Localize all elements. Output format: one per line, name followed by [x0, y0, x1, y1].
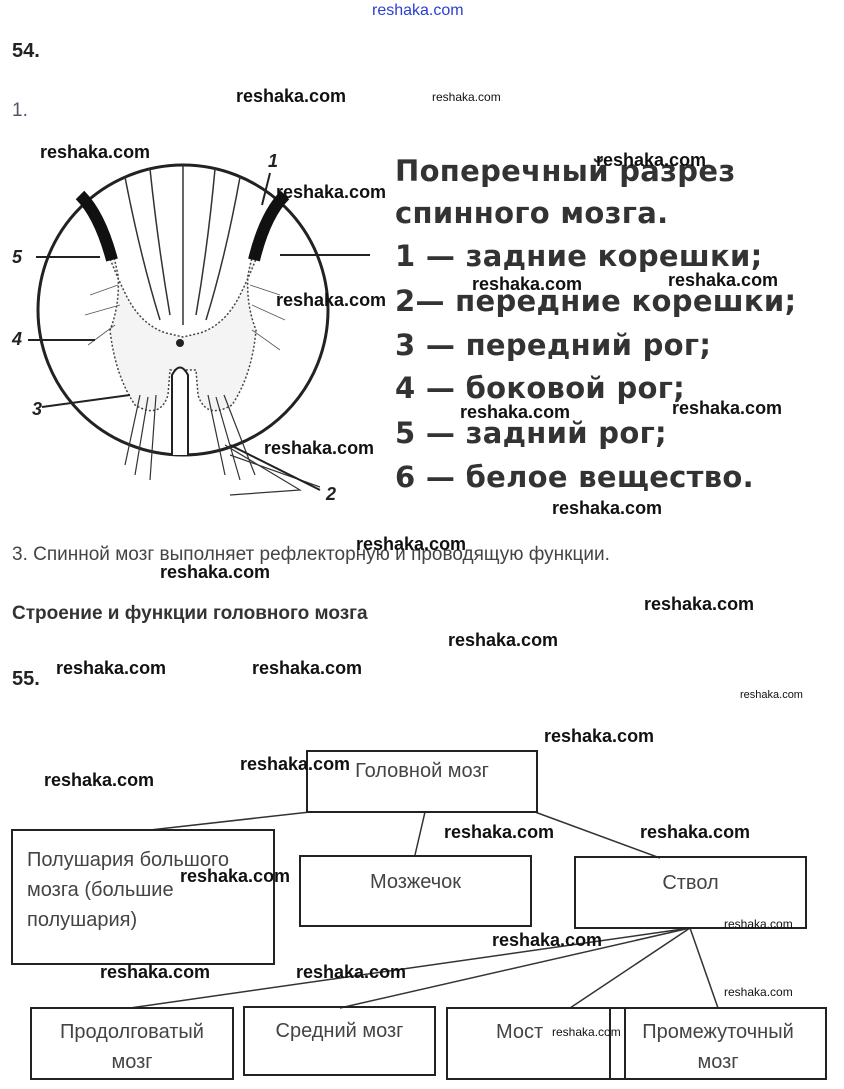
medulla-line1: Продолговатый — [60, 1021, 204, 1043]
watermark: reshaka.com — [56, 658, 167, 678]
dorsal-horn-left — [75, 190, 118, 262]
watermark: reshaka.com — [596, 150, 707, 170]
watermark: reshaka.com — [432, 90, 501, 104]
dorsal-horn-right — [248, 190, 290, 262]
hemispheres-line3: полушария) — [27, 909, 138, 931]
watermark: reshaka.com — [640, 822, 751, 842]
watermark: reshaka.com — [552, 498, 663, 518]
caption-item-6: 6 — белое вещество. — [395, 460, 754, 494]
watermark: reshaka.com — [236, 86, 347, 106]
diencephalon-line2: мозг — [697, 1051, 739, 1073]
item-number-1: 1. — [12, 100, 28, 121]
watermark: reshaka.com — [672, 398, 783, 418]
watermark: reshaka.com — [644, 594, 755, 614]
tree-node-medulla: Продолговатый мозг — [30, 1007, 234, 1080]
watermark: reshaka.com — [668, 270, 779, 290]
caption-item-4: 4 — боковой рог; — [395, 371, 686, 405]
watermark: reshaka.com — [276, 182, 387, 202]
caption-item-5: 5 — задний рог; — [395, 416, 667, 450]
figure-label-2: 2 — [325, 484, 336, 504]
watermark: reshaka.com — [264, 438, 375, 458]
tree-node-hemispheres: Полушария большого мозга (большие полуша… — [11, 829, 275, 965]
tree-node-brainstem: Ствол — [574, 856, 807, 929]
gray-matter — [94, 209, 273, 412]
medulla-line2: мозг — [111, 1051, 153, 1073]
watermark: reshaka.com — [100, 962, 211, 982]
spinal-cord-cross-section-figure: 1 2 3 4 5 — [11, 151, 370, 504]
caption-item-2: 2— передние корешки; — [395, 284, 797, 318]
figure-label-5: 5 — [12, 247, 23, 267]
task-number-54: 54. — [12, 40, 40, 62]
pons-label: Мост — [496, 1021, 544, 1043]
diencephalon-line1: Промежуточный — [642, 1021, 794, 1043]
watermark: reshaka.com — [492, 930, 603, 950]
watermark: reshaka.com — [44, 770, 155, 790]
tree-node-diencephalon: Промежуточный мозг — [609, 1007, 827, 1080]
tree-node-brain: Головной мозг — [306, 750, 538, 813]
tree-node-brain-label: Головной мозг — [355, 760, 489, 782]
caption-item-1: 1 — задние корешки; — [395, 239, 763, 273]
figure-label-1: 1 — [268, 151, 278, 171]
watermark: reshaka.com — [740, 689, 803, 701]
watermark: reshaka.com — [460, 402, 571, 422]
watermark: reshaka.com — [448, 630, 559, 650]
tree-node-pons: Мост — [446, 1007, 626, 1080]
watermark: reshaka.com — [240, 754, 351, 774]
caption-title-line2: спинного мозга. — [395, 196, 669, 230]
tree-node-midbrain: Средний мозг — [243, 1006, 436, 1076]
watermark: reshaka.com — [356, 534, 467, 554]
task-number-55: 55. — [12, 668, 40, 690]
central-canal — [176, 339, 184, 347]
watermark: reshaka.com — [472, 274, 583, 294]
midbrain-label: Средний мозг — [275, 1020, 404, 1042]
watermark: reshaka.com — [40, 142, 151, 162]
hemispheres-line2: мозга (большие — [27, 879, 174, 901]
watermark: reshaka.com — [444, 822, 555, 842]
brainstem-label: Ствол — [662, 872, 719, 894]
watermark: reshaka.com — [544, 726, 655, 746]
watermark: reshaka.com — [180, 866, 291, 886]
brain-tree-connectors — [129, 811, 719, 1009]
watermark: reshaka.com — [276, 290, 387, 310]
watermark: reshaka.com — [252, 658, 363, 678]
watermark: reshaka.com — [724, 917, 793, 931]
watermark: reshaka.com — [160, 562, 271, 582]
hemispheres-line1: Полушария большого — [27, 849, 229, 871]
section-heading: Строение и функции головного мозга — [12, 603, 368, 624]
watermark: reshaka.com — [296, 962, 407, 982]
site-header-link[interactable]: reshaka.com — [372, 2, 464, 19]
anterior-fissure — [171, 366, 189, 455]
watermark: reshaka.com — [552, 1025, 621, 1039]
watermark: reshaka.com — [724, 985, 793, 999]
spinal-cord-function-text: 3. Спинной мозг выполняет рефлекторную и… — [12, 544, 610, 565]
figure-label-4: 4 — [11, 329, 22, 349]
caption-item-3: 3 — передний рог; — [395, 328, 712, 362]
tree-node-cerebellum: Мозжечок — [299, 855, 532, 927]
caption-title-line1: Поперечный разрез — [395, 154, 736, 188]
figure-label-3: 3 — [32, 399, 42, 419]
cerebellum-label: Мозжечок — [369, 871, 462, 893]
